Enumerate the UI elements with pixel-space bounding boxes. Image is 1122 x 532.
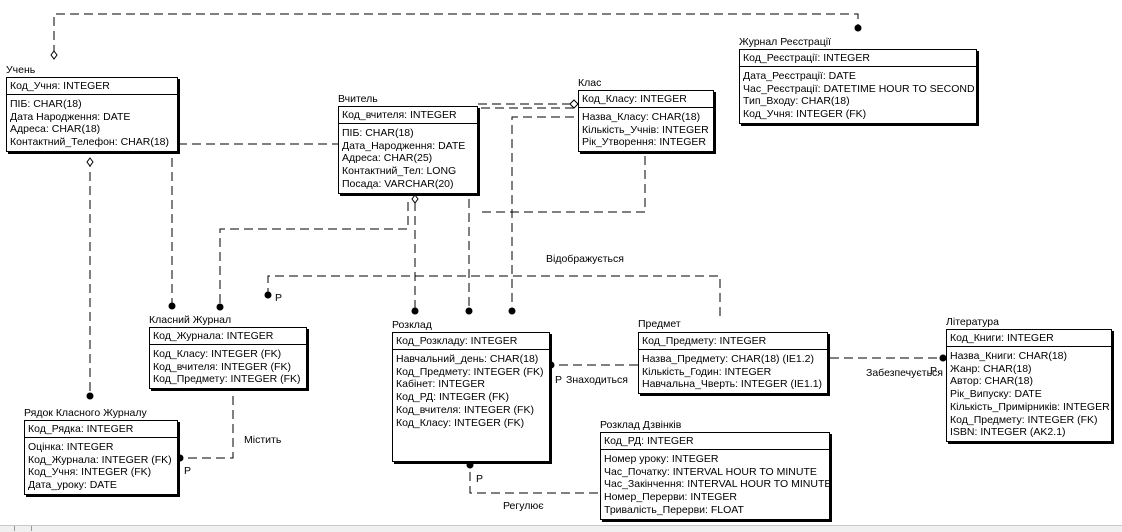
attr: Код_Предмету: INTEGER (FK) [153, 373, 301, 386]
entity-title-subject: Предмет [638, 318, 681, 330]
entity-title-schedule: Розклад [392, 319, 432, 331]
attr: Контактний_Тел: LONG [342, 165, 457, 178]
pk-journal-row: Код_Рядка: INTEGER [25, 421, 177, 438]
rel-class-schedule [511, 116, 574, 307]
attr: Назва_Предмету: CHAR(18) (IE1.2) [642, 353, 814, 365]
entity-teacher[interactable]: Код_вчителя: INTEGER ПІБ: CHAR(18) Дата_… [338, 106, 478, 194]
rel-label-displayed: Відображується [546, 253, 624, 265]
attr: Жанр: CHAR(18) [950, 362, 1032, 375]
cardinality-p-row: P [184, 465, 192, 477]
scrollbar-thumb[interactable] [14, 526, 32, 531]
pk-class: Код_Класу: INTEGER [579, 91, 713, 108]
rel-class-schedule-2 [468, 107, 574, 307]
entity-title-registration-log: Журнал Реєстрації [739, 36, 831, 48]
entity-title-literature: Література [946, 316, 999, 328]
entity-class-journal[interactable]: Код_Журнала: INTEGER Код_Класу: INTEGER … [149, 327, 307, 390]
rel-student-registration [53, 13, 859, 54]
pk-schedule: Код_Розкладу: INTEGER [393, 333, 549, 350]
rel-teacher-classjournal [219, 202, 409, 304]
rel-subject-classjournal [267, 275, 721, 316]
rel-class-classjournal [482, 156, 646, 213]
entity-bell-schedule[interactable]: Код_РД: INTEGER Номер уроку: INTEGER Час… [600, 432, 832, 520]
pk-subject: Код_Предмету: INTEGER [639, 333, 827, 350]
attr: Кількість_Учнів: INTEGER [582, 123, 709, 136]
attr: Кабінет: INTEGER [396, 378, 485, 391]
attr: ПІБ: CHAR(18) [342, 127, 414, 139]
attr: Код_вчителя: INTEGER (FK) [396, 403, 534, 416]
entity-registration-log[interactable]: Код_Реєстрації: INTEGER Дата_Реєстрації:… [739, 49, 977, 124]
entity-student[interactable]: Код_Учня: INTEGER ПІБ: CHAR(18) Дата Нар… [6, 77, 178, 152]
attr: Навчальний_день: CHAR(18) [396, 353, 539, 365]
entity-class[interactable]: Код_Класу: INTEGER Назва_Класу: CHAR(18)… [578, 90, 714, 153]
attr: Час_Початку: INTERVAL HOUR TO MINUTE [604, 465, 817, 478]
rel-label-contains: Містить [244, 434, 282, 446]
rel-classjournal-journalrow [176, 396, 234, 459]
attr: Час_Закінчення: INTERVAL HOUR TO MINUTE [604, 478, 832, 491]
attr: Дата_Народження: DATE [342, 139, 466, 152]
pk-teacher: Код_вчителя: INTEGER [339, 107, 477, 124]
attr: Код_Предмету: INTEGER (FK) [950, 413, 1098, 426]
entity-title-class-journal: Класний Журнал [149, 314, 232, 326]
cardinality-p-literature: P [930, 365, 938, 377]
pk-registration-log: Код_Реєстрації: INTEGER [740, 50, 976, 67]
cardinality-p-schedule: P [555, 374, 563, 386]
attr: Код_Класу: INTEGER (FK) [153, 348, 282, 360]
entity-title-teacher: Вчитель [338, 93, 378, 105]
attr: Код_вчителя: INTEGER (FK) [153, 360, 291, 373]
attr: Навчальна_Чверть: INTEGER (IE1.1) [642, 378, 823, 391]
pk-bell-schedule: Код_РД: INTEGER [601, 433, 829, 450]
attr: Номер уроку: INTEGER [604, 453, 719, 465]
attr: Час_Реєстрації: DATETIME HOUR TO SECOND [743, 82, 975, 95]
attr: Код_РД: INTEGER (FK) [396, 391, 509, 404]
entity-title-bell-schedule: Розклад Дзвінків [600, 419, 682, 431]
attr: Номер_Перерви: INTEGER [604, 491, 738, 504]
rel-label-regulates: Регулює [503, 500, 544, 512]
attr: Автор: CHAR(18) [950, 375, 1033, 388]
attr: Код_Учня: INTEGER (FK) [743, 108, 867, 121]
entity-title-class: Клас [578, 77, 602, 89]
attr: Кількість_Примірників: INTEGER [950, 400, 1110, 413]
attr: Назва_Класу: CHAR(18) [582, 111, 701, 123]
entity-schedule[interactable]: Код_Розкладу: INTEGER Навчальний_день: C… [392, 332, 550, 463]
cardinality-p-journal: P [275, 292, 283, 304]
rel-label-provided: Забезпечується [866, 367, 943, 379]
attr: Дата Народження: DATE [10, 110, 131, 123]
attr: Код_Журнала: INTEGER (FK) [28, 453, 172, 466]
entity-title-student: Учень [6, 64, 36, 76]
entity-literature[interactable]: Код_Книги: INTEGER Назва_Книги: CHAR(18)… [946, 329, 1112, 442]
entity-subject[interactable]: Код_Предмету: INTEGER Назва_Предмету: CH… [638, 332, 828, 395]
attr: Адреса: CHAR(18) [10, 123, 101, 136]
attr: Код_Предмету: INTEGER (FK) [396, 365, 544, 378]
attr: Тип_Входу: CHAR(18) [743, 95, 850, 108]
attr: Посада: VARCHAR(20) [342, 177, 454, 190]
attr: Кількість_Годин: INTEGER [642, 365, 772, 378]
attr: Дата_Реєстрації: DATE [743, 70, 856, 82]
rel-bell-schedule [469, 466, 598, 494]
attr: Назва_Книги: CHAR(18) [950, 350, 1067, 362]
attr: Оцінка: INTEGER [28, 441, 114, 453]
attr: Адреса: CHAR(25) [342, 152, 433, 165]
rel-label-located: Знаходиться [566, 374, 628, 386]
attr: Рік_Випуску: DATE [950, 388, 1042, 401]
pk-student: Код_Учня: INTEGER [7, 78, 177, 95]
attr: ISBN: INTEGER (AK2.1) [950, 426, 1066, 439]
attr: Дата_уроку: DATE [28, 479, 117, 492]
attr: ПІБ: CHAR(18) [10, 98, 82, 110]
horizontal-scrollbar[interactable] [0, 525, 1122, 532]
cardinality-p-bell: P [476, 473, 484, 485]
attr: Код_Учня: INTEGER (FK) [28, 466, 152, 479]
entity-journal-row[interactable]: Код_Рядка: INTEGER Оцінка: INTEGER Код_Ж… [24, 420, 178, 495]
pk-class-journal: Код_Журнала: INTEGER [150, 328, 306, 345]
pk-literature: Код_Книги: INTEGER [947, 330, 1111, 347]
attr: Код_Класу: INTEGER (FK) [396, 416, 525, 429]
entity-title-journal-row: Рядок Класного Журналу [24, 407, 147, 419]
attr: Тривалість_Перерви: FLOAT [604, 503, 744, 516]
attr: Контактний_Телефон: CHAR(18) [10, 136, 169, 149]
attr: Рік_Утворення: INTEGER [582, 136, 707, 149]
